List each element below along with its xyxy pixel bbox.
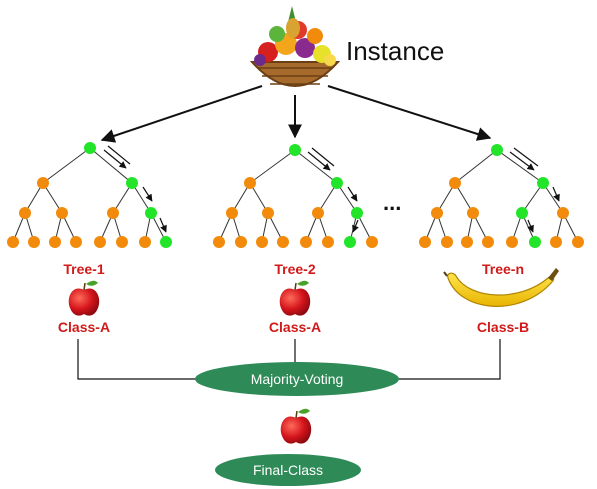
- final-class-label: Final-Class: [253, 462, 323, 478]
- tree-1-label: Tree-1: [63, 261, 104, 277]
- tree-n-prediction: Class-B: [477, 319, 529, 335]
- majority-voting-node: [195, 362, 399, 396]
- instance-arrow-tree-1: [100, 85, 263, 143]
- majority-voting-label: Majority-Voting: [251, 371, 344, 387]
- tree-1-prediction: Class-A: [58, 319, 110, 335]
- ellipsis-dots: ...: [383, 190, 401, 215]
- tree-n: [419, 144, 584, 248]
- final-apple-icon: [280, 408, 312, 444]
- tree-2-prediction: Class-A: [269, 319, 321, 335]
- banana-icon: [443, 268, 559, 307]
- instance-arrow-tree-n: [327, 85, 492, 141]
- instance-label: Instance: [346, 36, 444, 66]
- tree-n-label: Tree-n: [482, 261, 524, 277]
- voting-connectors: [77, 339, 501, 380]
- tree-2-label: Tree-2: [274, 261, 315, 277]
- tree-1: [7, 142, 172, 248]
- final-class-node: [215, 454, 361, 486]
- apple-icon: [279, 280, 311, 316]
- apple-icon: [68, 280, 100, 316]
- fruit-basket-icon: [249, 6, 341, 87]
- tree-2: [213, 144, 378, 248]
